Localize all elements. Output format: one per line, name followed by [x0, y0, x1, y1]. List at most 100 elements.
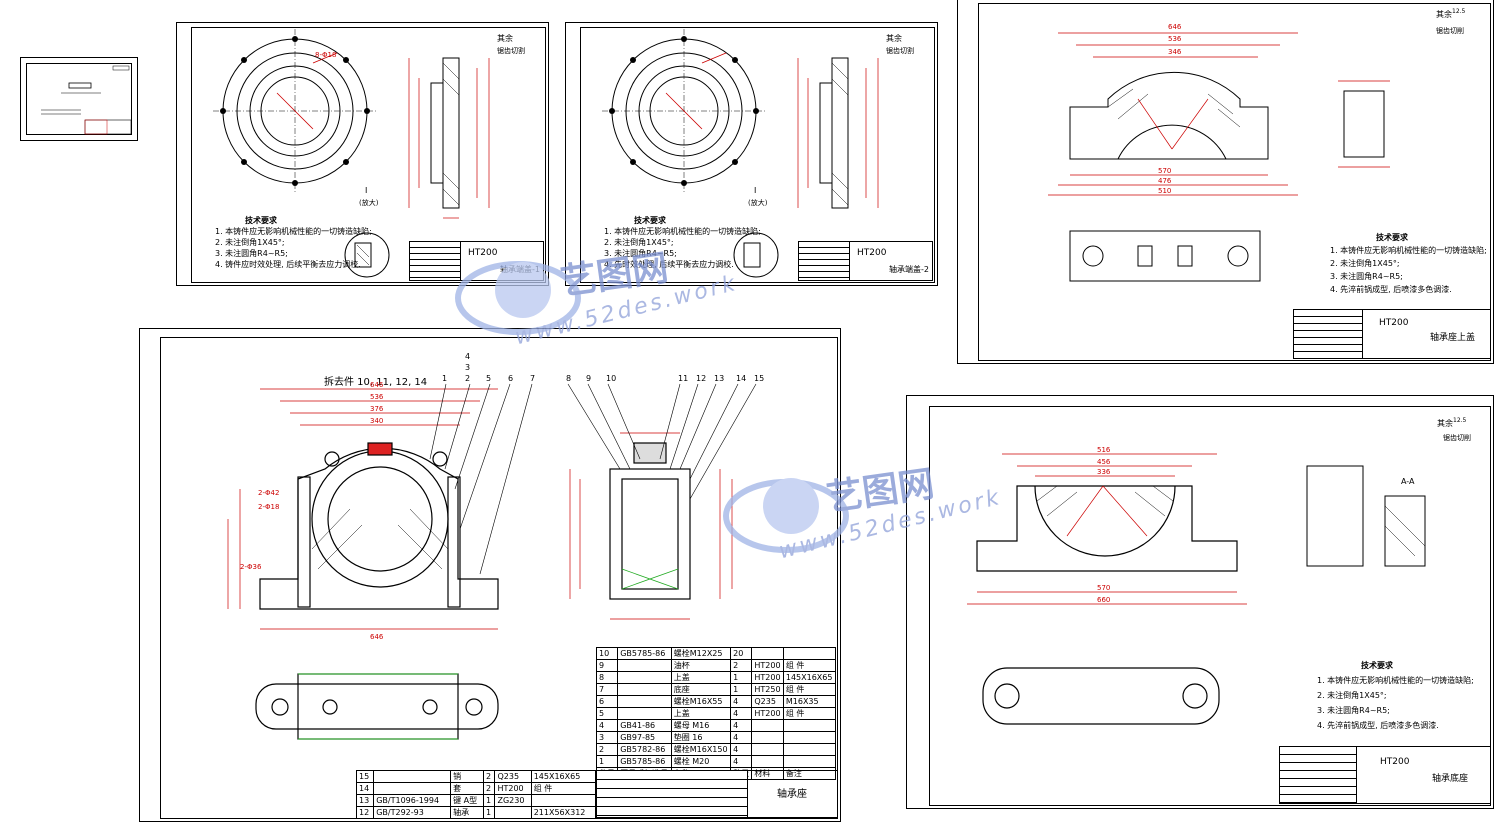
- bom-cell: [782, 731, 837, 744]
- bom-cell: 13: [355, 794, 375, 807]
- svg-text:14: 14: [736, 374, 746, 383]
- bom-cell: 12: [355, 806, 375, 819]
- svg-text:其余: 其余: [886, 33, 902, 43]
- bom-cell: 4: [730, 755, 753, 768]
- bom-cell: Q235: [751, 695, 784, 708]
- bom-cell: [617, 659, 672, 672]
- svg-text:5: 5: [486, 374, 491, 383]
- bom-cell: 145X16X65: [530, 770, 597, 783]
- assembly-drawing: 拆去件 10, 11, 12, 14 646: [227, 352, 764, 740]
- assembly-title-block: 轴承座: [596, 770, 838, 818]
- bom-cell: 螺栓M16X150: [670, 743, 732, 756]
- svg-text:536: 536: [370, 393, 384, 401]
- bom-cell: 211X56X312: [530, 806, 597, 819]
- bom-cell: 螺栓 M20: [670, 755, 732, 768]
- bom-cell: GB/T292-93: [373, 806, 452, 819]
- bom-cell: 2: [595, 743, 619, 756]
- bom-cell: 销: [450, 770, 485, 783]
- bom-cell: 6: [595, 695, 619, 708]
- bom-cell: 14: [355, 782, 375, 795]
- svg-text:2-Φ18: 2-Φ18: [258, 503, 279, 511]
- svg-text:其余: 其余: [1437, 418, 1453, 428]
- bom-cell: 4: [730, 743, 753, 756]
- svg-text:3: 3: [465, 363, 470, 372]
- svg-text:346: 346: [1168, 48, 1182, 56]
- svg-text:476: 476: [1158, 177, 1172, 185]
- bom-cell: ZG230: [494, 794, 532, 807]
- bom-cell: [617, 683, 672, 696]
- svg-text:15: 15: [754, 374, 764, 383]
- bom-cell: [373, 782, 452, 795]
- bom-cell: 套: [450, 782, 485, 795]
- svg-text:I: I: [754, 186, 756, 195]
- bom-cell: 4: [730, 707, 753, 720]
- svg-text:A-A: A-A: [1401, 477, 1415, 486]
- flange-drawing-b: 其余 锯齿切割 I (放大): [602, 29, 914, 278]
- svg-text:646: 646: [1168, 23, 1182, 31]
- tech-notes: 技术要求 1. 本铸件应无影响机械性能的一切铸造缺陷; 2. 未注倒角1X45°…: [1330, 233, 1487, 294]
- bom-cell: 轴承: [450, 806, 485, 819]
- svg-text:8-Φ18: 8-Φ18: [315, 51, 336, 59]
- bom-cell: HT250: [751, 683, 784, 696]
- svg-text:其余: 其余: [1436, 9, 1452, 19]
- bom-cell: 上盖: [670, 707, 732, 720]
- bom-cell: [782, 755, 837, 768]
- bom-cell: 1: [730, 683, 753, 696]
- bom-cell: [782, 719, 837, 732]
- bom-cell: 2: [483, 770, 496, 783]
- bom-cell: 1: [483, 806, 496, 819]
- title-block: HT200 轴承座上盖: [1293, 309, 1491, 359]
- svg-text:376: 376: [370, 405, 384, 413]
- svg-text:340: 340: [370, 417, 383, 425]
- svg-text:I: I: [365, 186, 367, 195]
- svg-text:6: 6: [508, 374, 513, 383]
- bom-cell: M16X35: [782, 695, 837, 708]
- bom-cell: 组 件: [782, 707, 837, 720]
- bom-cell: 底座: [670, 683, 732, 696]
- bom-cell: 9: [595, 659, 619, 672]
- svg-text:7: 7: [530, 374, 535, 383]
- bom-cell: [494, 806, 532, 819]
- tech-notes: 技术要求 1. 本铸件应无影响机械性能的一切铸造缺陷; 2. 未注倒角1X45°…: [1317, 661, 1474, 730]
- bom-cell: [617, 695, 672, 708]
- svg-text:11: 11: [678, 374, 688, 383]
- svg-text:646: 646: [370, 381, 384, 389]
- title-block: HT200 轴承底座: [1279, 746, 1491, 804]
- bom-cell: [782, 743, 837, 756]
- bom-cell: 组 件: [782, 659, 837, 672]
- bom-cell: 1: [483, 794, 496, 807]
- bom-cell: 4: [730, 719, 753, 732]
- bom-cell: [751, 647, 784, 660]
- svg-text:1: 1: [442, 374, 447, 383]
- bom-cell: GB97-85: [617, 731, 672, 744]
- bom-cell: GB41-86: [617, 719, 672, 732]
- bom-cell: GB5785-86: [617, 755, 672, 768]
- bom-cell: 螺母 M16: [670, 719, 732, 732]
- svg-text:12.5: 12.5: [1452, 8, 1466, 15]
- bom-cell: 1: [730, 671, 753, 684]
- svg-text:516: 516: [1097, 446, 1111, 454]
- svg-text:510: 510: [1158, 187, 1171, 195]
- bom-cell: 油杯: [670, 659, 732, 672]
- bom-cell: 8: [595, 671, 619, 684]
- bom-cell: 7: [595, 683, 619, 696]
- sheet-assembly: 拆去件 10, 11, 12, 14 646: [139, 328, 841, 822]
- svg-text:锯齿切割: 锯齿切割: [886, 46, 914, 55]
- bom-cell: GB5782-86: [617, 743, 672, 756]
- bom-cell: 5: [595, 707, 619, 720]
- bom-cell: 螺栓M16X55: [670, 695, 732, 708]
